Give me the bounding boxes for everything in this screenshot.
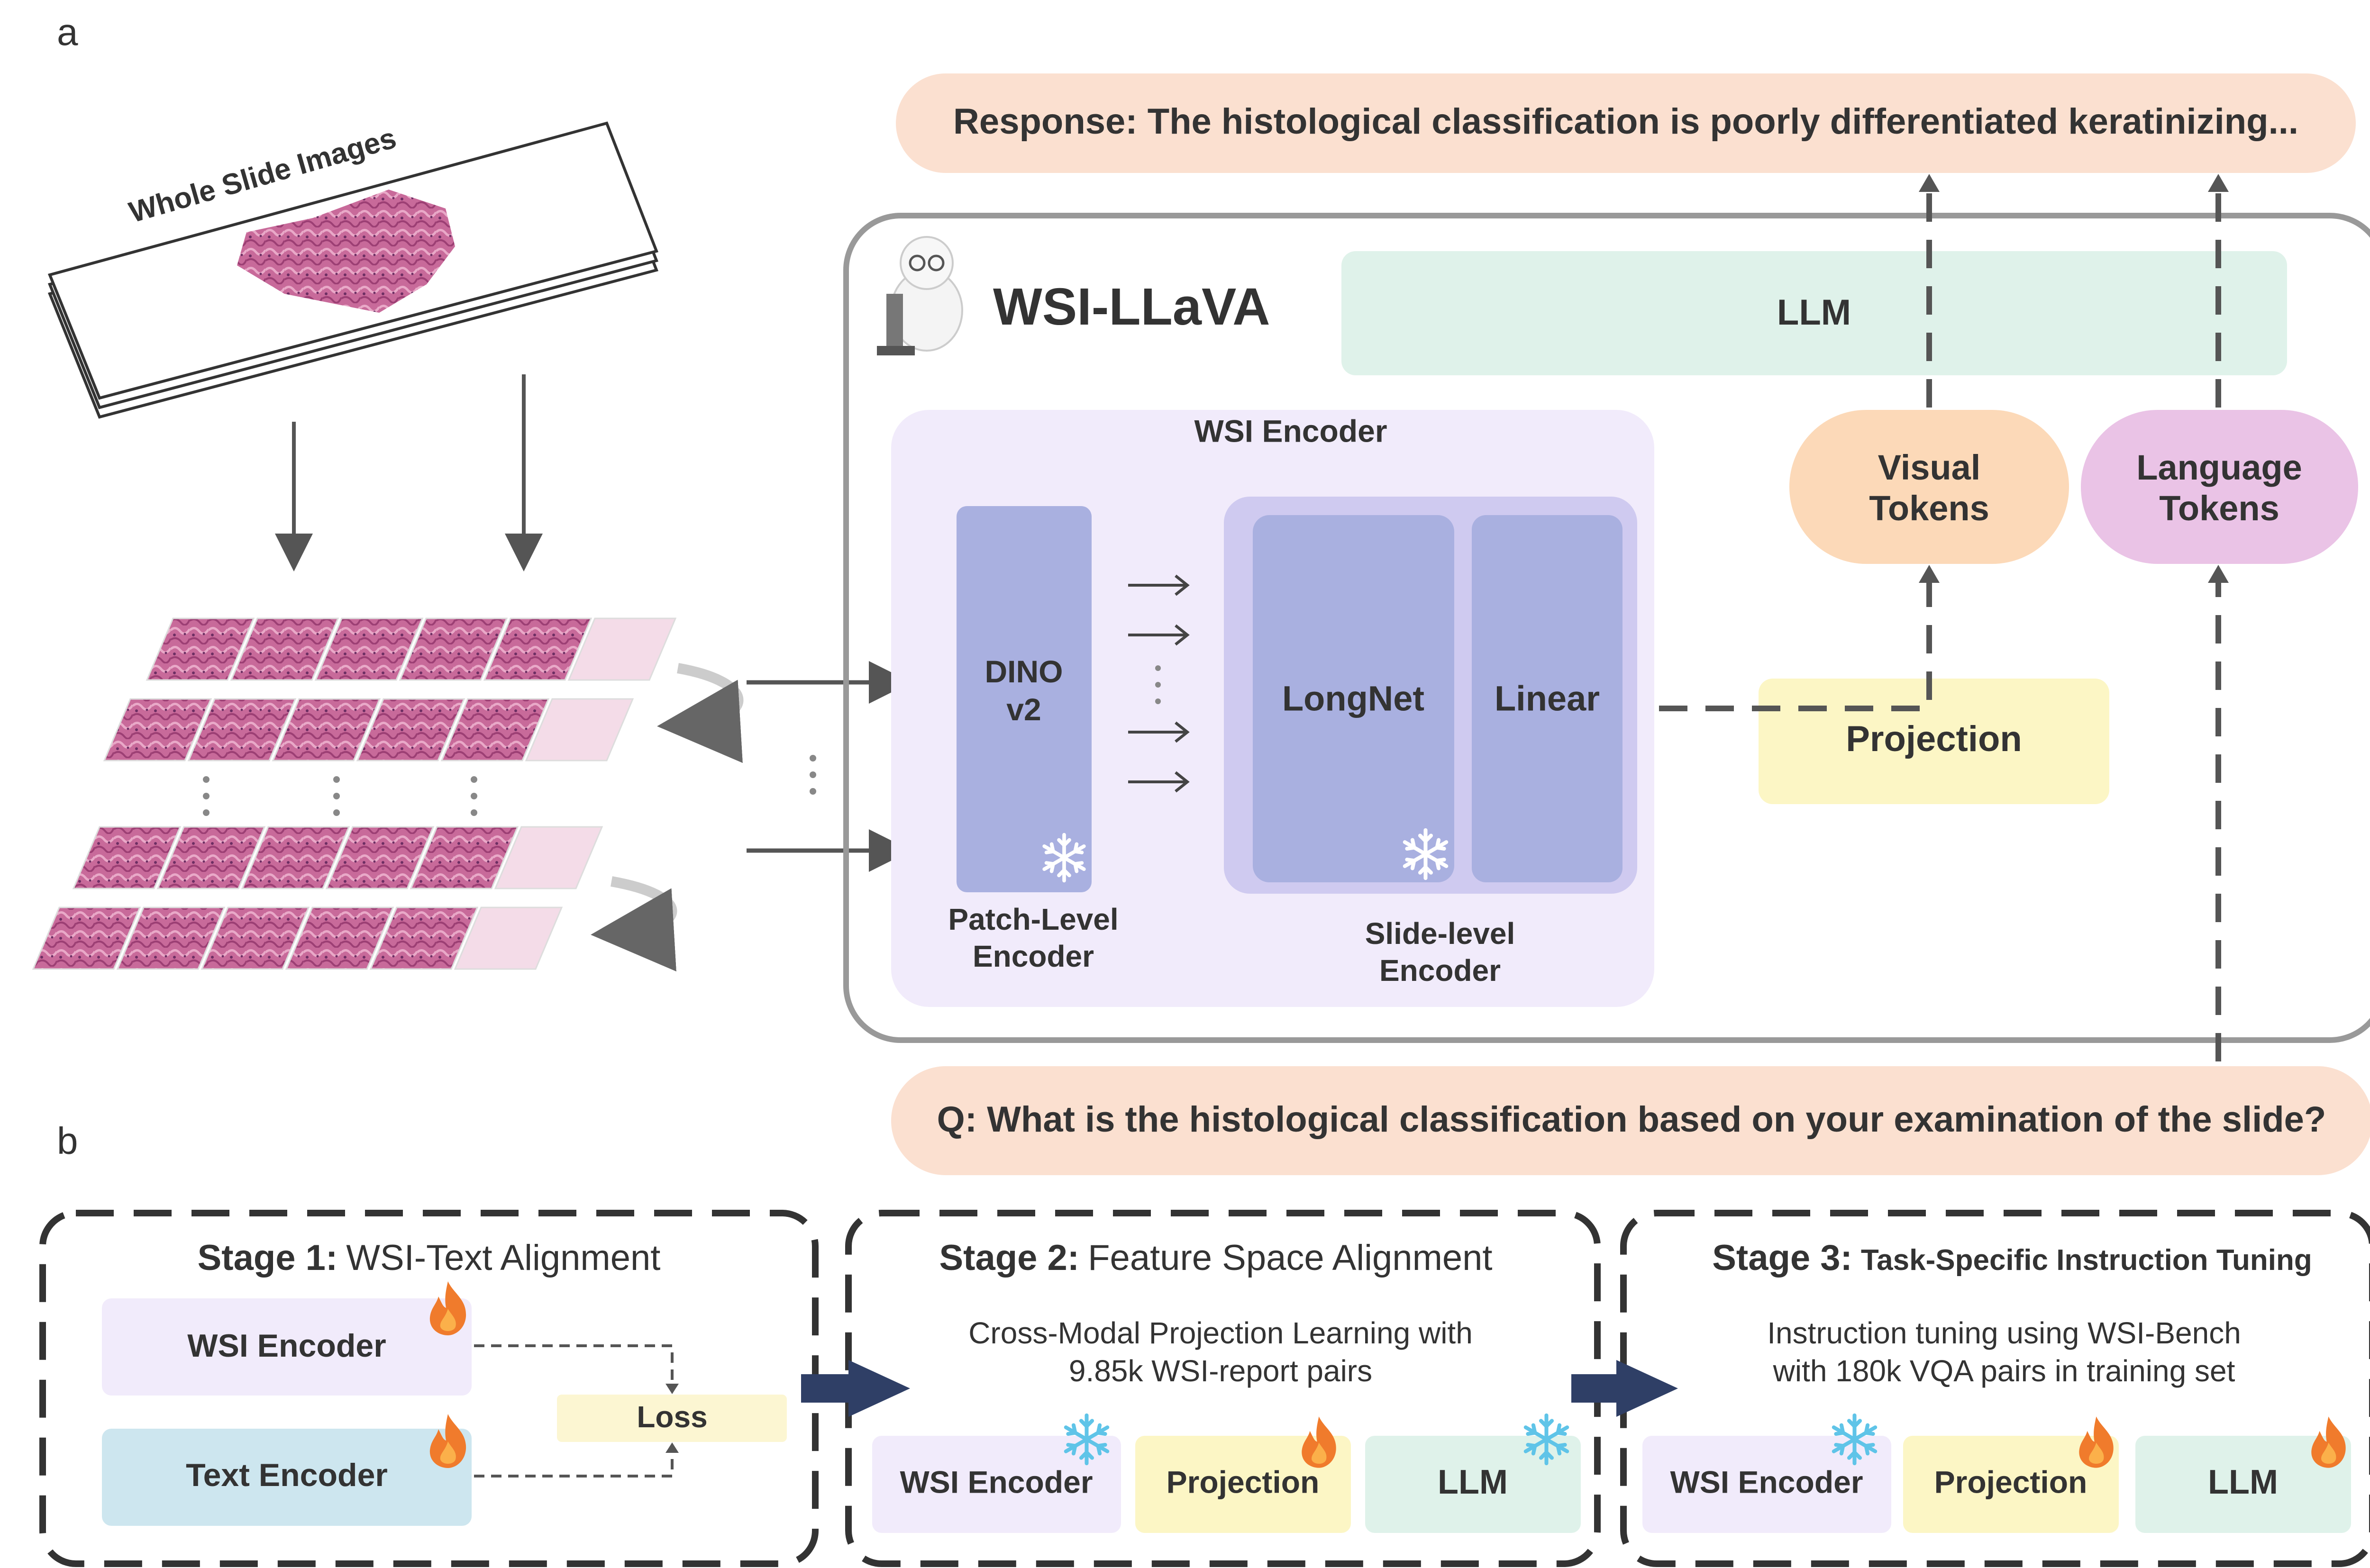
dino-line2: v2	[1006, 692, 1041, 727]
stage1-text-encoder	[102, 1429, 472, 1526]
feature-arrows	[1128, 574, 1190, 793]
tissue-patch	[156, 826, 266, 889]
tissue-patch	[146, 617, 255, 681]
tissue-patch	[32, 906, 141, 970]
llm-label: LLM	[1777, 292, 1851, 333]
loss-label: Loss	[637, 1400, 707, 1434]
whole-slide-images-stack: Whole Slide Images	[47, 121, 659, 419]
stage3-title: Stage 3:Task-Specific Instruction Tuning	[1712, 1238, 2312, 1278]
tissue-patch	[399, 617, 508, 681]
ellipsis-dots-patches	[203, 755, 816, 816]
llm-block	[1341, 251, 2287, 375]
tissue-patch	[285, 906, 394, 970]
stage2-desc-line2: 9.85k WSI-report pairs	[1069, 1354, 1372, 1388]
trainable-fire-icon	[1302, 1416, 1336, 1468]
tissue-patch	[201, 906, 310, 970]
linear-label: Linear	[1495, 679, 1600, 718]
wsi-encoder-title: WSI Encoder	[1194, 413, 1387, 448]
tissue-section	[237, 190, 455, 313]
tissue-patch	[272, 698, 381, 761]
tissue-patch	[230, 617, 339, 681]
visual-tokens-line2: Tokens	[1869, 489, 1989, 528]
tissue-patch	[116, 906, 226, 970]
patch-grid	[32, 617, 677, 970]
tissue-patch	[356, 698, 465, 761]
tissue-patch	[241, 826, 350, 889]
language-tokens-line1: Language	[2136, 448, 2302, 487]
tissue-patch	[369, 906, 479, 970]
tissue-patch	[72, 826, 182, 889]
curved-arrow-1	[657, 663, 744, 763]
stage3-projection-label: Projection	[1934, 1464, 2087, 1499]
stage1-text-encoder-label: Text Encoder	[186, 1457, 388, 1493]
patch-level-line2: Encoder	[973, 939, 1094, 973]
stage2-llm-label: LLM	[1438, 1463, 1508, 1501]
dino-line1: DINO	[985, 654, 1063, 689]
stage2-wsi-encoder-label: WSI Encoder	[900, 1464, 1093, 1499]
trainable-fire-icon	[2311, 1416, 2346, 1468]
language-tokens-line2: Tokens	[2159, 489, 2279, 528]
dashed-connectors	[1659, 190, 2221, 1061]
stage3-frame	[1620, 1210, 2370, 1567]
stage2-projection-label: Projection	[1167, 1464, 1320, 1499]
panel-label-a: a	[57, 11, 78, 53]
patch-level-line1: Patch-Level	[948, 902, 1118, 936]
tissue-patch	[187, 698, 297, 761]
stage1-wsi-encoder-label: WSI Encoder	[187, 1328, 386, 1364]
longnet-label: LongNet	[1282, 679, 1424, 718]
stage3-wsi-encoder	[1642, 1436, 1891, 1533]
tissue-patch	[454, 906, 563, 970]
tissue-patch	[103, 698, 212, 761]
response-text: Response: The histological classificatio…	[953, 101, 2298, 142]
dashed-arrowheads	[1919, 174, 2229, 583]
stage3-desc-line1: Instruction tuning using WSI-Bench	[1767, 1316, 2241, 1350]
tissue-patch	[314, 617, 424, 681]
longnet-block	[1253, 515, 1454, 882]
tissue-patch	[440, 698, 550, 761]
loss-connectors	[474, 1344, 674, 1477]
visual-tokens-line1: Visual	[1878, 448, 1981, 487]
stage2-wsi-encoder	[872, 1436, 1121, 1533]
loss-block	[557, 1395, 787, 1442]
trainable-fire-icon	[2079, 1416, 2114, 1468]
slide-level-line1: Slide-level	[1365, 916, 1515, 951]
panel-label-b: b	[57, 1120, 78, 1162]
tissue-patch	[410, 826, 519, 889]
stage1-wsi-encoder	[102, 1298, 472, 1396]
tissue-patch	[325, 826, 435, 889]
response-pill	[896, 73, 2356, 173]
stage-arrow-1	[801, 1360, 910, 1417]
wsi-llava-frame	[843, 213, 2370, 1043]
trainable-fire-icon	[429, 1414, 466, 1468]
stage2-desc-line1: Cross-Modal Projection Learning with	[968, 1316, 1473, 1350]
stage2-llm	[1365, 1436, 1581, 1533]
question-pill	[891, 1066, 2370, 1175]
stage2-title: Stage 2:Feature Space Alignment	[939, 1238, 1492, 1278]
model-name: WSI-LLaVA	[993, 278, 1270, 336]
stage3-llm	[2135, 1436, 2351, 1533]
slide-level-line2: Encoder	[1379, 953, 1501, 988]
language-tokens-pill	[2081, 410, 2358, 564]
tissue-patch	[567, 617, 677, 681]
projection-label: Projection	[1846, 719, 2022, 759]
stage3-llm-label: LLM	[2208, 1463, 2278, 1501]
linear-block	[1472, 515, 1623, 882]
question-text: Q: What is the histological classificati…	[937, 1099, 2326, 1140]
curved-arrow-2	[591, 876, 677, 972]
tissue-patch	[483, 617, 592, 681]
ellipsis-dots-arrows	[1155, 665, 1161, 704]
stage2-projection	[1135, 1436, 1351, 1533]
stage1-title: Stage 1:WSI-Text Alignment	[198, 1238, 661, 1278]
stage-arrow-2	[1571, 1360, 1678, 1417]
stage3-wsi-encoder-label: WSI Encoder	[1670, 1464, 1863, 1499]
stage3-desc-line2: with 180k VQA pairs in training set	[1773, 1354, 2235, 1388]
loss-arrowheads	[665, 1384, 679, 1453]
dino-v2-block	[957, 506, 1092, 892]
trainable-fire-icon	[429, 1281, 466, 1335]
tissue-patch	[525, 698, 634, 761]
llama-mascot-icon	[877, 236, 963, 355]
visual-tokens-pill	[1789, 410, 2069, 564]
stage3-projection	[1903, 1436, 2119, 1533]
tissue-patch	[494, 826, 603, 889]
